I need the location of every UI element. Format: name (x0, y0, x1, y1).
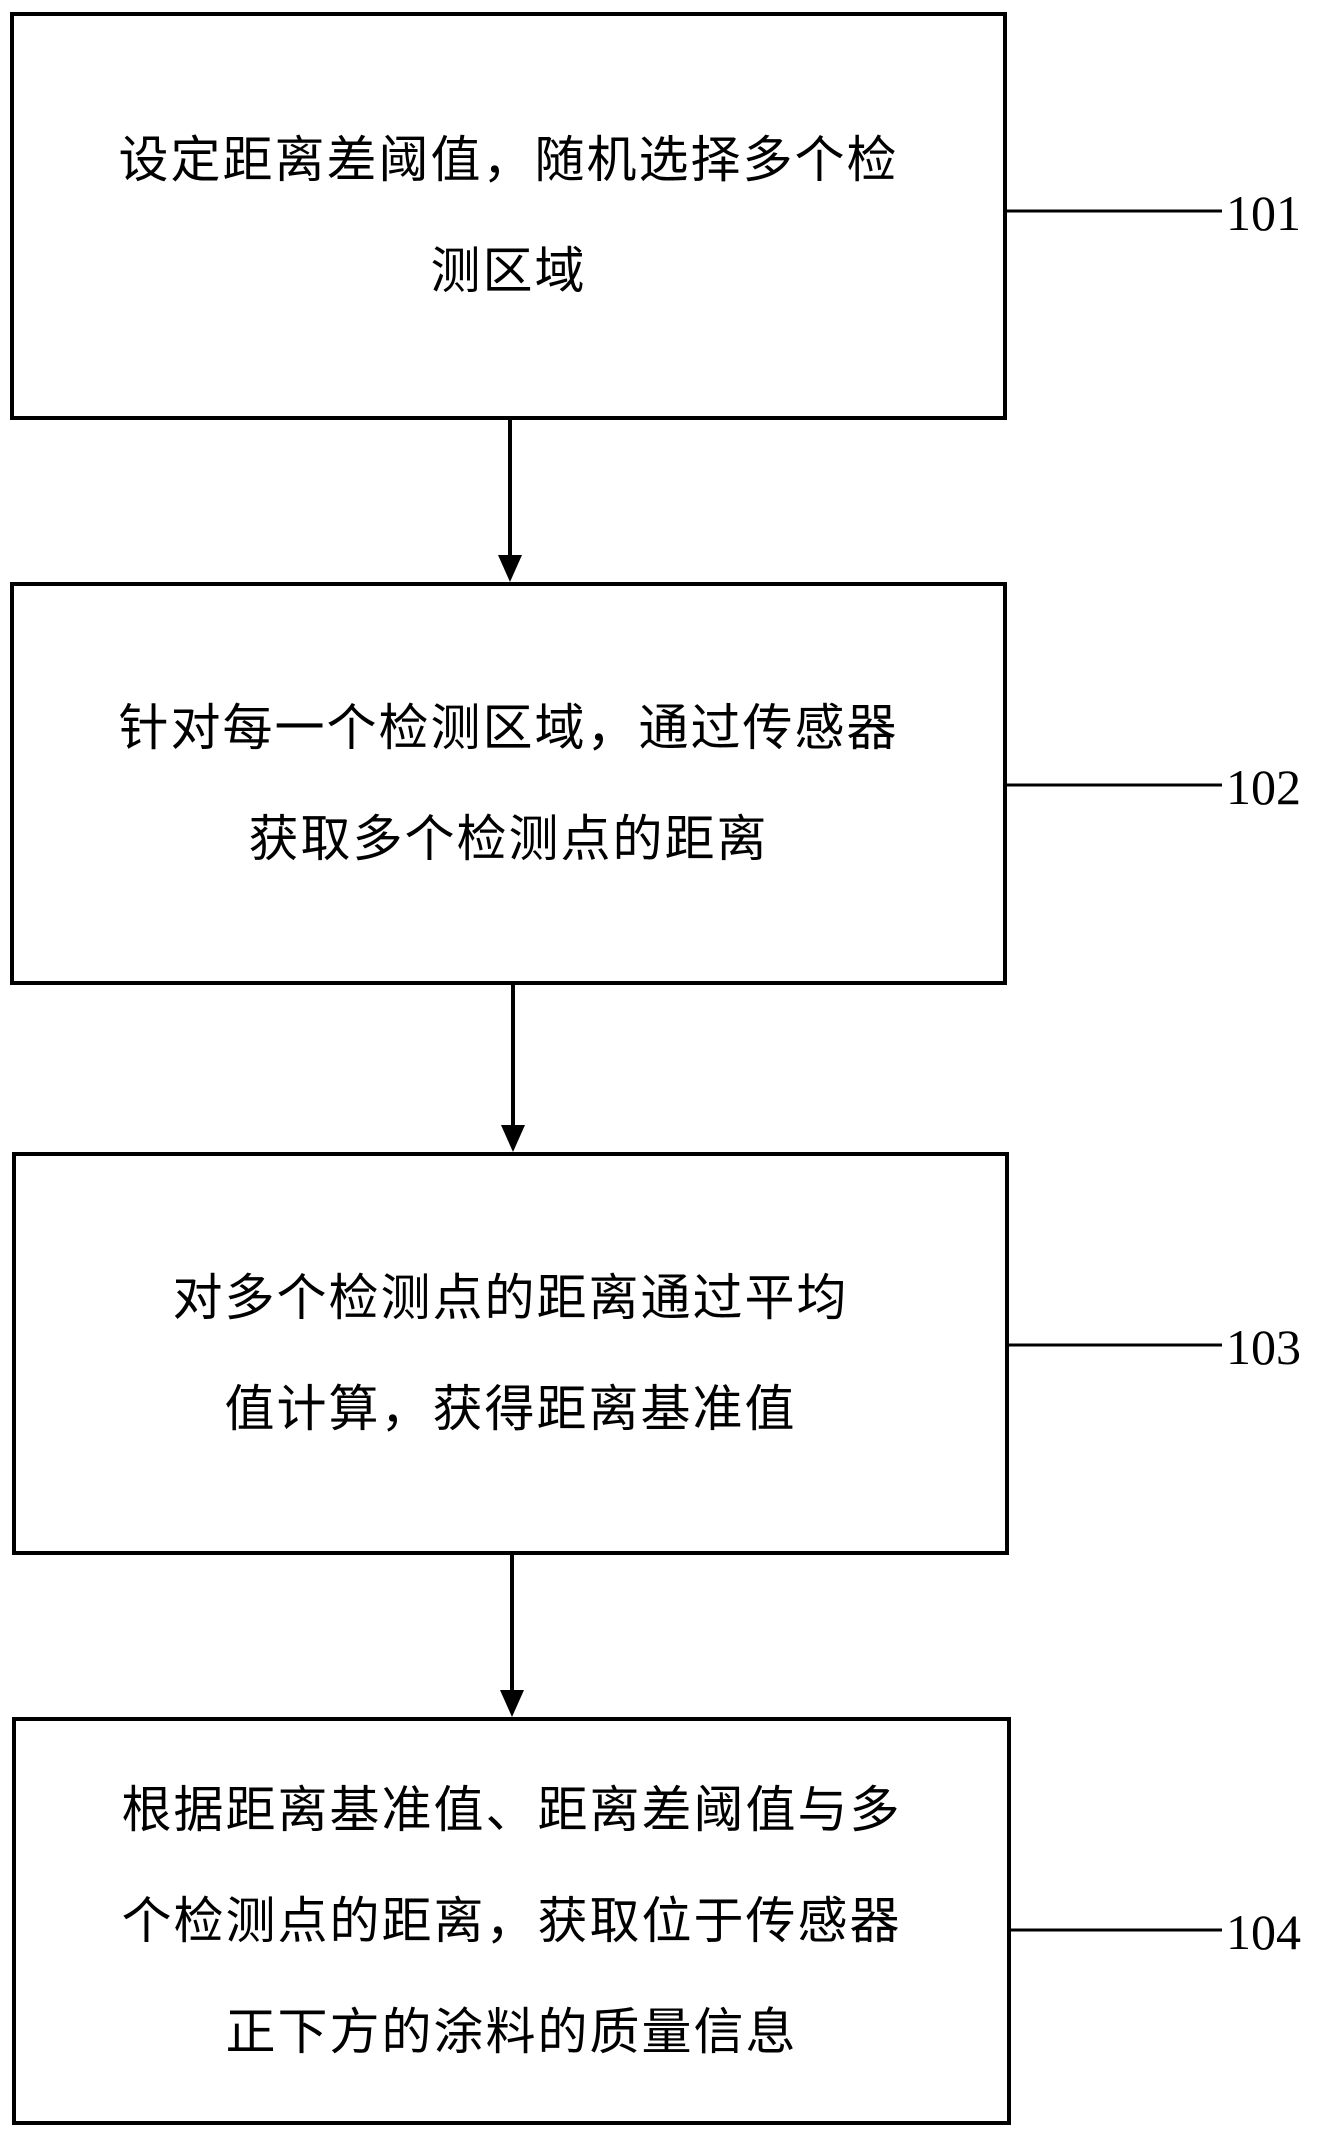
step-102-line-2: 获取多个检测点的距离 (119, 784, 899, 895)
step-103-line-2: 值计算，获得距离基准值 (173, 1354, 849, 1465)
ref-label-104: 104 (1226, 1907, 1301, 1957)
step-103-line-1: 对多个检测点的距离通过平均 (173, 1243, 849, 1354)
arrow-101-to-102 (498, 420, 522, 582)
arrow-103-to-104 (500, 1555, 524, 1717)
ref-label-101: 101 (1226, 188, 1301, 238)
step-box-103: 对多个检测点的距离通过平均 值计算，获得距离基准值 (12, 1152, 1009, 1555)
step-text-103: 对多个检测点的距离通过平均 值计算，获得距离基准值 (143, 1243, 879, 1465)
step-102-line-1: 针对每一个检测区域，通过传感器 (119, 673, 899, 784)
step-text-104: 根据距离基准值、距离差阈值与多 个检测点的距离，获取位于传感器 正下方的涂料的质… (92, 1755, 932, 2088)
step-box-101: 设定距离差阈值，随机选择多个检 测区域 (10, 12, 1007, 420)
step-104-line-3: 正下方的涂料的质量信息 (122, 1977, 902, 2088)
step-box-102: 针对每一个检测区域，通过传感器 获取多个检测点的距离 (10, 582, 1007, 985)
step-text-101: 设定距离差阈值，随机选择多个检 测区域 (89, 105, 929, 327)
ref-label-103: 103 (1226, 1322, 1301, 1372)
step-text-102: 针对每一个检测区域，通过传感器 获取多个检测点的距离 (89, 673, 929, 895)
ref-label-102: 102 (1226, 762, 1301, 812)
step-104-line-1: 根据距离基准值、距离差阈值与多 (122, 1755, 902, 1866)
step-box-104: 根据距离基准值、距离差阈值与多 个检测点的距离，获取位于传感器 正下方的涂料的质… (12, 1717, 1011, 2125)
arrow-102-to-103 (501, 985, 525, 1152)
step-101-line-1: 设定距离差阈值，随机选择多个检 (119, 105, 899, 216)
step-101-line-2: 测区域 (119, 216, 899, 327)
step-104-line-2: 个检测点的距离，获取位于传感器 (122, 1866, 902, 1977)
